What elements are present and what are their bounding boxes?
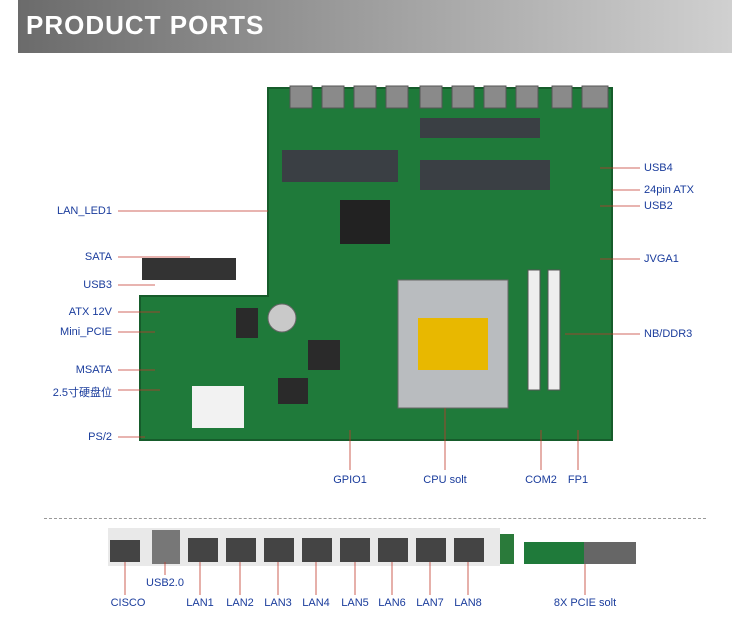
- label-mini-pcie: Mini_PCIE: [60, 326, 112, 338]
- left-leader-lines: [118, 210, 268, 438]
- label-sata: SATA: [84, 251, 112, 263]
- label-gpio1: GPIO1: [333, 474, 367, 486]
- right-leader-lines: [565, 167, 640, 335]
- label-lan3: LAN3: [264, 597, 292, 609]
- label-usb4: USB4: [644, 162, 673, 174]
- label-com2: COM2: [525, 474, 557, 486]
- label-usb20: USB2.0: [146, 577, 184, 589]
- label-lan8: LAN8: [454, 597, 482, 609]
- label-24pin-atx: 24pin ATX: [644, 184, 694, 196]
- label-lan1: LAN1: [186, 597, 214, 609]
- label-lan5: LAN5: [341, 597, 369, 609]
- label-jvga1: JVGA1: [644, 253, 679, 265]
- header-banner: PRODUCT PORTS: [18, 0, 732, 53]
- label-msata: MSATA: [75, 364, 112, 376]
- label-fp1: FP1: [567, 474, 589, 486]
- io-leader-lines: [124, 562, 586, 595]
- label-cpu-socket: CPU solt: [423, 474, 467, 486]
- label-lan2: LAN2: [226, 597, 254, 609]
- label-atx-12v: ATX 12V: [68, 306, 112, 318]
- bottom-leader-lines: [349, 408, 579, 470]
- label-usb2: USB2: [644, 200, 673, 212]
- label-nb-ddr3: NB/DDR3: [644, 328, 693, 340]
- section-divider: [44, 518, 706, 519]
- label-ps2: PS/2: [88, 431, 112, 443]
- label-hdd-bay: 2.5寸硬盘位: [52, 387, 112, 399]
- label-lan6: LAN6: [378, 597, 406, 609]
- motherboard-image: [139, 85, 613, 441]
- label-pcie-slot: 8X PCIE solt: [553, 597, 617, 609]
- label-lan7: LAN7: [416, 597, 444, 609]
- label-lan-led1: LAN_LED1: [56, 205, 112, 217]
- page-title: PRODUCT PORTS: [26, 10, 265, 40]
- io-panel-image: [108, 528, 636, 566]
- label-lan4: LAN4: [302, 597, 330, 609]
- label-usb3: USB3: [83, 279, 112, 291]
- label-cisco: CISCO: [110, 597, 146, 609]
